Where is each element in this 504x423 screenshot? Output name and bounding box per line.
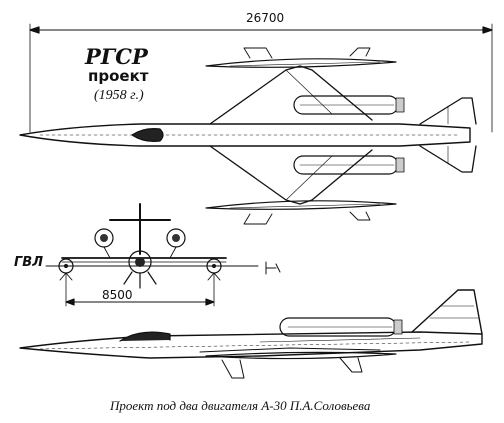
project-title: РГСР (85, 44, 148, 69)
side-fuselage (19, 331, 483, 359)
project-subtitle: проект (88, 67, 149, 85)
lower-tailplane (419, 145, 477, 173)
side-wing (199, 347, 381, 353)
side-canopy (119, 331, 171, 342)
reference-mark (265, 261, 281, 275)
upper-wingtip-missile (205, 47, 397, 68)
plan-view (19, 47, 477, 225)
drawing-caption: Проект под два двигателя А-30 П.А.Соловь… (110, 398, 371, 413)
upper-engine-nacelle (293, 95, 405, 115)
plan-fuselage (19, 123, 471, 147)
side-fin (411, 289, 483, 335)
upper-wing (209, 65, 373, 125)
front-view (45, 203, 281, 307)
lower-engine-nacelle (293, 155, 405, 175)
side-view (19, 289, 483, 379)
wingspan-label: 8500 (102, 288, 133, 302)
overall-length-label: 26700 (246, 11, 285, 25)
upper-tailplane (419, 97, 477, 125)
project-year: (1958 г.) (94, 88, 144, 103)
length-dimension-line (29, 23, 493, 133)
side-engine-nacelle (279, 317, 403, 337)
plan-canopy (131, 128, 164, 142)
side-missile (205, 351, 397, 360)
lower-wingtip-missile (205, 200, 397, 225)
lower-wing (209, 145, 373, 205)
horizontal-reference-label: ГВЛ (14, 255, 43, 270)
